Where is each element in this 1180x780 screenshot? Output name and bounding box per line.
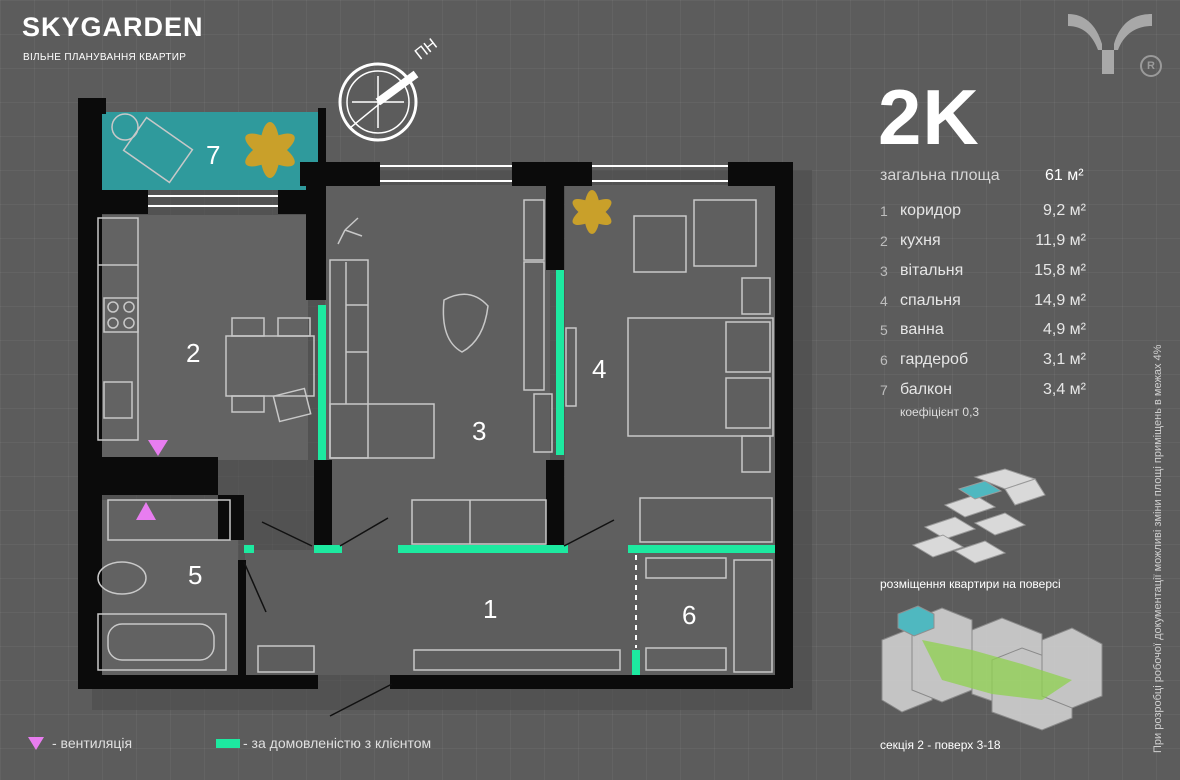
door-swings [243,517,615,717]
room-row-area: 15,8 м² [1034,262,1086,279]
room-row: 3 вітальня 15,8 м² [880,262,1088,284]
room-number-2: 2 [186,338,201,368]
vent-marker-icon [136,502,156,520]
placement-caption: розміщення квартири на поверсі [880,577,1061,591]
green-legend-swatch [216,739,240,748]
vent-marker-icon [148,440,168,456]
apartment-type: 2K [878,73,980,161]
room-row-name: балкон [900,381,952,398]
room-row: 4 спальня 14,9 м² [880,292,1088,314]
room-number-6: 6 [682,600,697,630]
plant-icon [245,122,612,234]
highlighted-section [897,605,935,637]
room-row: 7 балкон 3,4 м² [880,381,1088,403]
room-row-num: 1 [880,203,888,219]
room-row-area: 4,9 м² [1042,321,1086,338]
brand-name: SKYGARDEN [22,12,204,42]
furniture [97,113,774,673]
room-row: 6 гардероб 3,1 м² [880,351,1088,373]
room-row-num: 3 [880,263,888,279]
total-area-label: загальна площа [880,167,1000,184]
floor-placement-diagram [911,468,1046,564]
room-row-num: 5 [880,322,888,338]
highlighted-apartment [957,480,1003,500]
room-row-area: 3,4 м² [1042,381,1086,398]
room-number-1: 1 [483,594,498,624]
room-number-3: 3 [472,416,487,446]
room-row-num: 6 [880,352,888,368]
walls [78,98,793,689]
room-row-num: 2 [880,233,888,249]
room-row-area: 14,9 м² [1034,292,1086,309]
vent-legend-icon [28,737,44,750]
room-row-name: коридор [900,202,962,219]
room-row: 2 кухня 11,9 м² [880,232,1088,254]
room-row-name: ванна [900,321,944,338]
room-row-name: гардероб [900,351,969,368]
green-legend-label: - за домовленістю з клієнтом [243,735,432,751]
room-row-num: 4 [880,293,888,309]
total-area-value: 61 м² [1045,167,1084,184]
room-row-name: кухня [900,232,941,249]
vent-legend-label: - вентиляція [52,735,133,751]
compass-icon [338,62,419,142]
room-number-7: 7 [206,140,221,170]
room-floors [98,185,775,675]
skygarden-logo-icon [1068,14,1152,74]
room-row-area: 3,1 м² [1042,351,1086,368]
registered-mark-icon: R [1140,55,1162,77]
area-tolerance-note: При розробці робочої документації можлив… [1152,278,1168,753]
room-row-area: 11,9 м² [1035,232,1086,249]
room-number-4: 4 [592,354,607,384]
building-section-diagram [881,605,1103,731]
section-caption: секція 2 - поверх 3-18 [880,738,1001,752]
room-row: 1 коридор 9,2 м² [880,202,1088,224]
room-number-5: 5 [188,560,203,590]
balcony-coefficient: коефіцієнт 0,3 [900,405,980,419]
room-row-num: 7 [880,382,888,398]
brand-subtitle: ВІЛЬНЕ ПЛАНУВАННЯ КВАРТИР [23,52,187,63]
room-row-name: спальня [900,292,961,309]
room-row-area: 9,2 м² [1042,202,1086,219]
windows [148,165,728,207]
floor-plan [78,98,812,717]
room-row-name: вітальня [900,262,964,279]
area-tolerance-text: При розробці робочої документації можлив… [1152,344,1164,753]
optional-partitions [244,270,775,675]
room-row: 5 ванна 4,9 м² [880,321,1088,343]
